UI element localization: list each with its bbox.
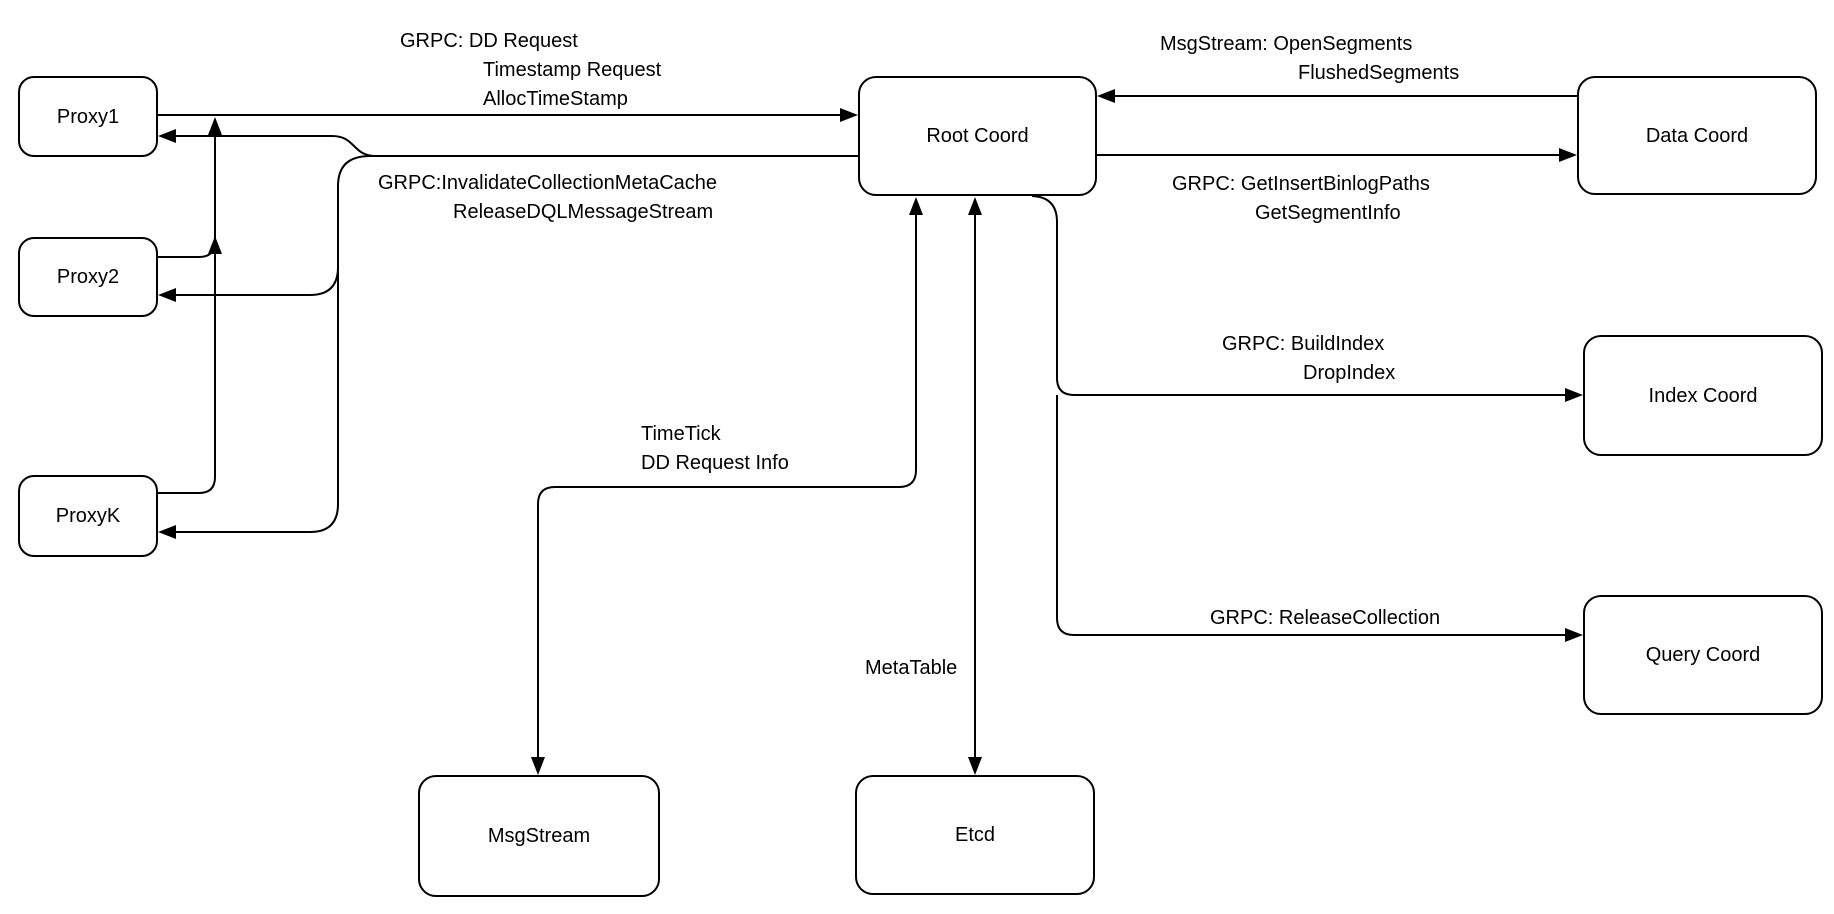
node-data-coord-label: Data Coord <box>1645 124 1749 147</box>
edge-label-rootcoord-to-datacoord: GRPC: GetInsertBinlogPaths GetSegmentInf… <box>1172 170 1430 228</box>
node-etcd: Etcd <box>855 775 1095 895</box>
node-msgstream: MsgStream <box>418 775 660 897</box>
node-data-coord: Data Coord <box>1577 76 1817 195</box>
node-proxyk-label: ProxyK <box>55 505 121 527</box>
edge-rootcoord-msgstream <box>531 197 923 775</box>
node-proxy1: Proxy1 <box>18 76 158 157</box>
edge-rootcoord-to-proxies <box>158 129 858 539</box>
edge-label-rootcoord-to-proxies: GRPC:InvalidateCollectionMetaCache Relea… <box>378 169 717 227</box>
node-msgstream-label: MsgStream <box>487 825 591 847</box>
node-root-coord-label: Root Coord <box>926 125 1029 147</box>
node-root-coord: Root Coord <box>858 76 1097 196</box>
edge-rootcoord-to-indexcoord <box>1031 195 1583 402</box>
edge-label-line: GRPC: GetInsertBinlogPaths <box>1172 173 1430 195</box>
edge-label-line: AllocTimeStamp <box>483 88 628 110</box>
node-proxyk: ProxyK <box>18 475 158 557</box>
edge-label-line: MetaTable <box>865 657 958 679</box>
node-query-coord-label: Query Coord <box>1645 644 1761 666</box>
edge-label-line: Timestamp Request <box>483 59 662 81</box>
edge-label-line: DD Request Info <box>641 452 789 474</box>
node-index-coord-label: Index Coord <box>1648 384 1758 407</box>
edge-rootcoord-etcd <box>968 197 982 775</box>
node-index-coord: Index Coord <box>1583 335 1823 456</box>
edge-label-proxies-to-rootcoord: GRPC: DD Request Timestamp Request Alloc… <box>400 27 661 114</box>
edge-label-line: ReleaseDQLMessageStream <box>453 201 714 223</box>
edge-rootcoord-to-querycoord <box>1056 395 1583 642</box>
edge-label-line: DropIndex <box>1303 362 1396 384</box>
edge-label-line: FlushedSegments <box>1298 62 1460 84</box>
edge-label-line: GRPC:InvalidateCollectionMetaCache <box>378 172 718 194</box>
edge-proxies-to-rootcoord <box>158 108 858 494</box>
node-proxy2: Proxy2 <box>18 237 158 317</box>
edge-label-line: GRPC: ReleaseCollection <box>1210 607 1441 629</box>
edge-datacoord-to-rootcoord <box>1097 89 1577 103</box>
edge-label-line: GRPC: BuildIndex <box>1222 333 1385 355</box>
edge-label-rootcoord-msgstream: TimeTick DD Request Info <box>641 420 789 478</box>
edge-label-line: TimeTick <box>641 423 721 445</box>
edge-label-line: GetSegmentInfo <box>1255 202 1401 224</box>
node-proxy1-label: Proxy1 <box>56 105 120 128</box>
edge-rootcoord-to-datacoord <box>1097 148 1577 162</box>
edge-label-rootcoord-to-querycoord: GRPC: ReleaseCollection <box>1210 604 1440 633</box>
edge-label-line: MsgStream: OpenSegments <box>1160 33 1413 55</box>
edge-label-datacoord-to-rootcoord: MsgStream: OpenSegments FlushedSegments <box>1160 30 1459 88</box>
node-etcd-label: Etcd <box>954 824 996 846</box>
edge-label-line: GRPC: DD Request <box>400 30 578 52</box>
node-proxy2-label: Proxy2 <box>56 266 120 288</box>
edge-label-rootcoord-to-indexcoord: GRPC: BuildIndex DropIndex <box>1222 330 1395 388</box>
edge-label-rootcoord-etcd: MetaTable <box>865 654 957 683</box>
node-query-coord: Query Coord <box>1583 595 1823 715</box>
